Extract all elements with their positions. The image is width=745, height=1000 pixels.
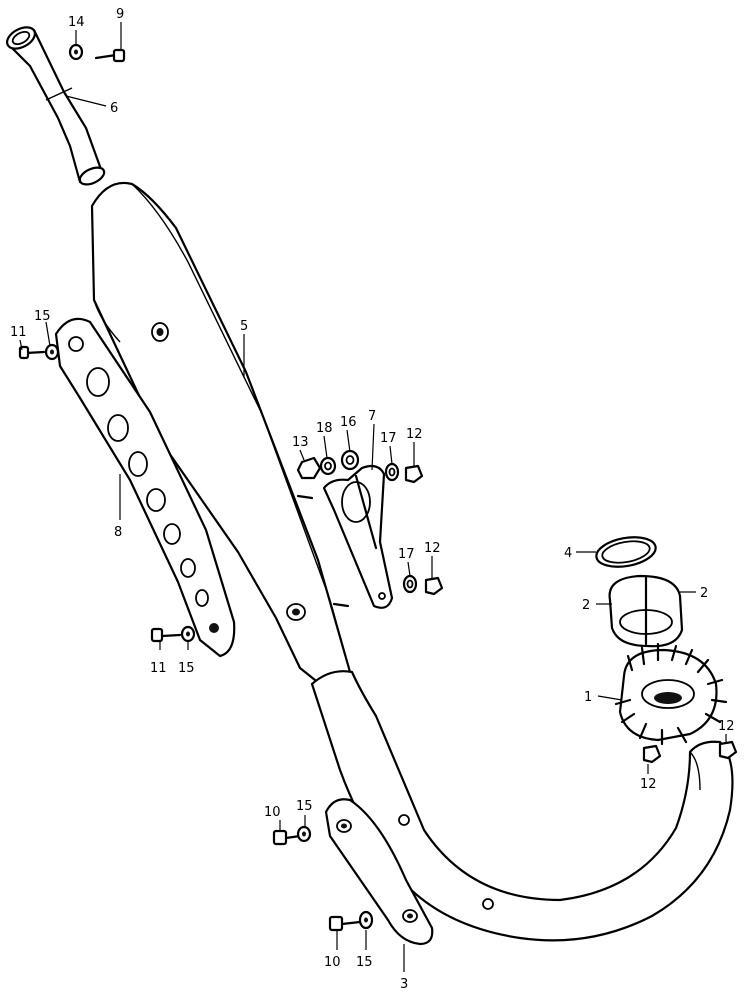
callout-7: 7 <box>368 409 376 424</box>
callout-9: 9 <box>116 7 124 22</box>
callout-labels: 14 9 6 5 11 15 13 18 16 7 17 12 17 12 8 … <box>10 7 735 992</box>
callout-2-right: 2 <box>700 586 708 601</box>
leader-lines <box>19 22 727 972</box>
heat-shield <box>54 317 236 658</box>
callout-12-flange-left: 12 <box>640 777 657 792</box>
callout-2-left: 2 <box>582 598 590 613</box>
gasket-ring <box>595 536 657 568</box>
muffler-bracket <box>322 464 394 609</box>
exhaust-pipe <box>310 670 734 942</box>
callout-11-top: 11 <box>10 325 27 340</box>
callout-1: 1 <box>584 690 592 705</box>
callout-13: 13 <box>292 435 309 450</box>
split-collar <box>608 574 684 648</box>
callout-12-upper: 12 <box>406 427 423 442</box>
callout-3: 3 <box>400 977 408 992</box>
callout-12-lower: 12 <box>424 541 441 556</box>
joint-flange <box>614 642 728 746</box>
tail-pipe <box>5 26 106 186</box>
callout-12-flange-right: 12 <box>718 719 735 734</box>
callout-15-top: 15 <box>34 309 51 324</box>
callout-5: 5 <box>240 319 248 334</box>
callout-4: 4 <box>564 546 572 561</box>
muffler <box>90 181 352 686</box>
callout-18: 18 <box>316 421 333 436</box>
callout-11-lower: 11 <box>150 661 167 676</box>
callout-15-lower: 15 <box>178 661 195 676</box>
callout-6: 6 <box>110 101 118 116</box>
callout-8: 8 <box>114 525 122 540</box>
callout-10-lower: 10 <box>324 955 341 970</box>
callout-15-bottom: 15 <box>356 955 373 970</box>
callout-16: 16 <box>340 415 357 430</box>
callout-14: 14 <box>68 15 85 30</box>
callout-10-upper: 10 <box>264 805 281 820</box>
fasteners <box>18 43 738 932</box>
callout-17-lower: 17 <box>398 547 415 562</box>
callout-15-mid: 15 <box>296 799 313 814</box>
lower-bracket <box>324 798 434 946</box>
callout-17-upper: 17 <box>380 431 397 446</box>
